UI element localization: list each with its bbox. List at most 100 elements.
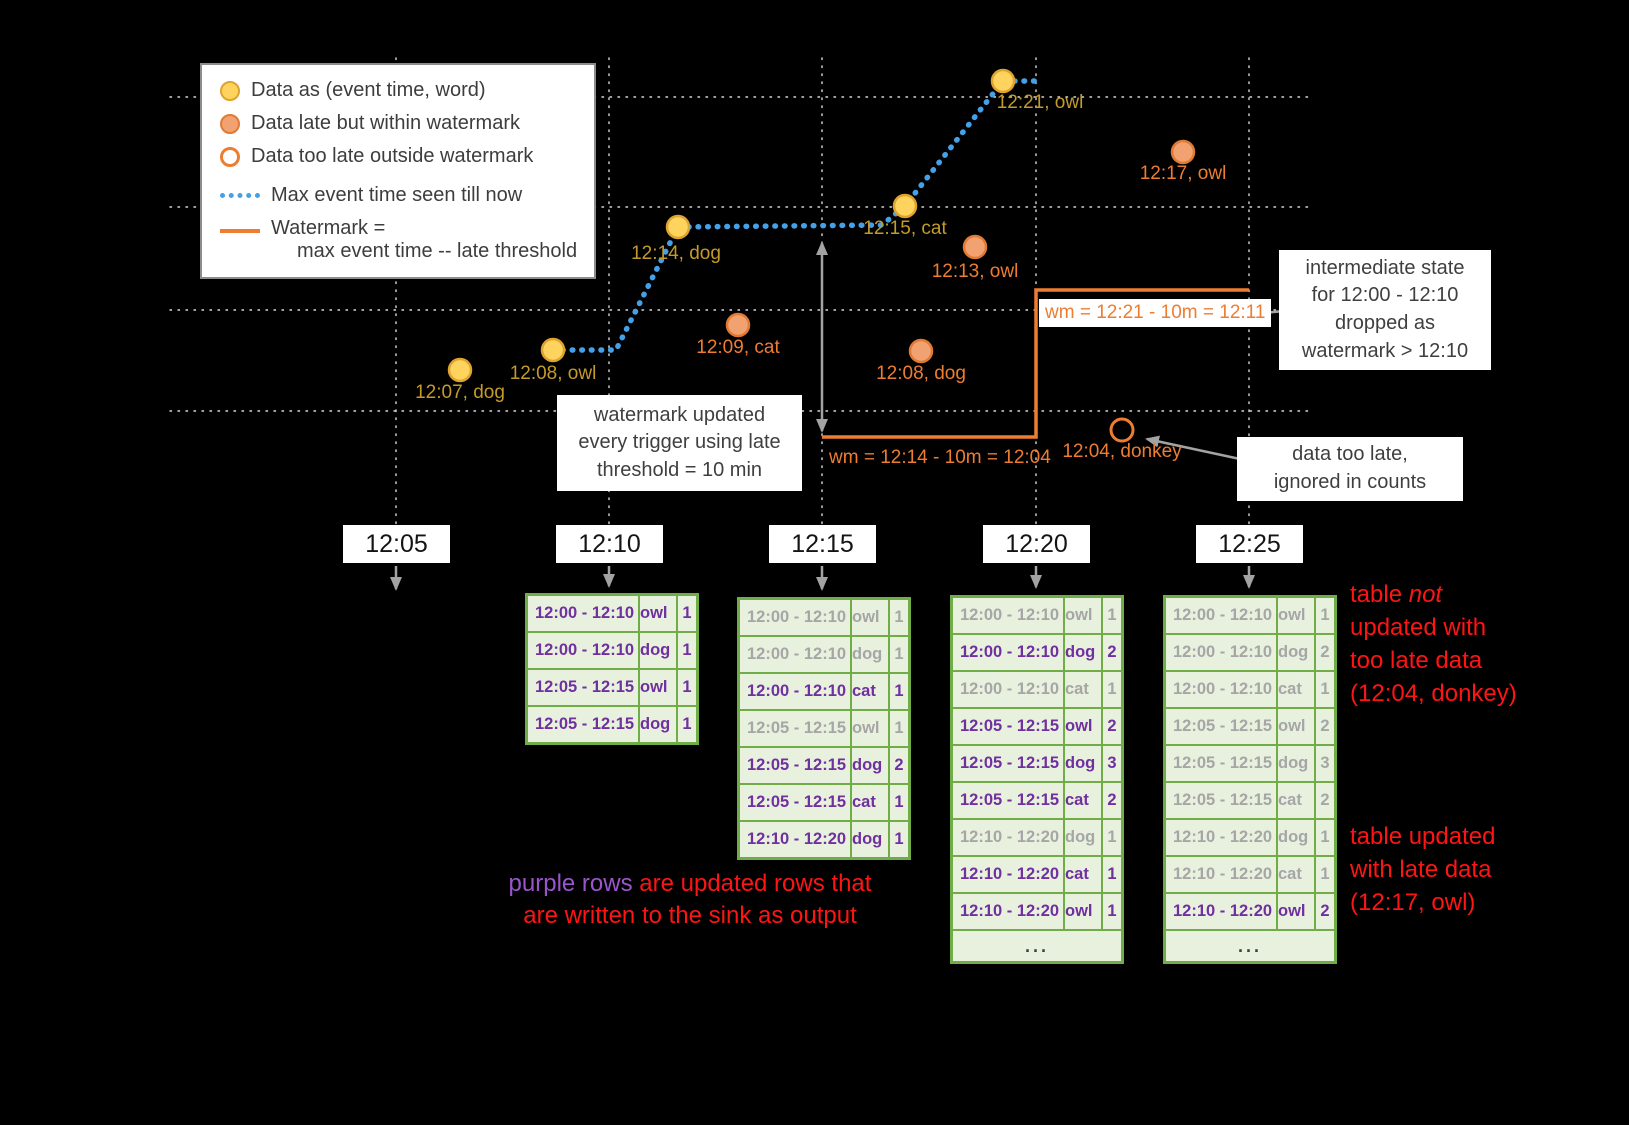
cell-window: 12:05 - 12:15 (1166, 783, 1276, 818)
cell-count: 2 (1316, 894, 1334, 929)
cell-window: 12:00 - 12:10 (740, 674, 850, 709)
cell-word: cat (1278, 672, 1314, 707)
cell-count: 1 (1103, 820, 1121, 855)
cell-window: 12:00 - 12:10 (953, 598, 1063, 633)
dropped-state-note-box: intermediate state for 12:00 - 12:10 dro… (1279, 250, 1491, 370)
note-line: (12:04, donkey) (1350, 680, 1517, 708)
point-label: 12:09, cat (696, 337, 780, 358)
trigger-note-box: watermark updated every trigger using la… (557, 395, 802, 491)
cell-word: dog (852, 748, 888, 783)
note-line: for 12:00 - 12:10 (1311, 284, 1459, 307)
watermark-value-2: wm = 12:21 - 10m = 12:11 (1039, 299, 1272, 327)
cell-word: owl (1278, 598, 1314, 633)
cell-word: cat (1065, 672, 1101, 707)
cell-count: 1 (890, 785, 908, 820)
cell-word: dog (1065, 635, 1101, 670)
cell-window: 12:10 - 12:20 (1166, 894, 1276, 929)
cell-count: 1 (678, 670, 696, 705)
cell-word: owl (640, 596, 676, 631)
point-label: 12:13, owl (931, 261, 1019, 282)
cell-window: 12:00 - 12:10 (528, 596, 638, 631)
too-late-circle-icon (220, 146, 240, 167)
cell-window: 12:00 - 12:10 (1166, 635, 1276, 670)
cell-word: owl (640, 670, 676, 705)
cell-word: owl (852, 600, 888, 635)
late-data-dot-12-17-owl (1170, 139, 1196, 165)
cell-count: 2 (1316, 709, 1334, 744)
cell-count: 1 (890, 674, 908, 709)
legend-item-label: Data as (event time, word) (251, 79, 486, 101)
legend-item-on-time: Data as (event time, word) (220, 79, 580, 102)
cell-count: 2 (1103, 635, 1121, 670)
cell-word: dog (640, 707, 676, 742)
cell-window: 12:05 - 12:15 (953, 709, 1063, 744)
cell-count: 1 (890, 600, 908, 635)
cell-window: 12:00 - 12:10 (953, 635, 1063, 670)
data-point-dot-12-14-dog (665, 214, 691, 240)
cell-count: 1 (1103, 672, 1121, 707)
late-data-dot-12-09-cat (725, 312, 751, 338)
cell-window: 12:00 - 12:10 (953, 672, 1063, 707)
cell-window: 12:05 - 12:15 (953, 783, 1063, 818)
note-line: dropped as (1334, 312, 1436, 334)
late-dot-icon (220, 113, 240, 134)
cell-word: dog (1278, 635, 1314, 670)
cell-count: 1 (890, 637, 908, 672)
watermark-value-1: wm = 12:14 - 10m = 12:04 (829, 447, 1051, 468)
cell-window: 12:00 - 12:10 (1166, 672, 1276, 707)
table-ellipsis-row: ... (953, 931, 1121, 961)
too-late-note-box: data too late, ignored in counts (1237, 437, 1463, 501)
cell-word: dog (1278, 820, 1314, 855)
data-point-dot-12-21-owl (990, 68, 1016, 94)
legend-item-watermark: Watermark = max event time -- late thres… (220, 217, 580, 263)
note-line: with late data (1350, 856, 1492, 884)
note-line: threshold = 10 min (596, 458, 763, 481)
cell-count: 1 (1316, 672, 1334, 707)
cell-word: cat (1065, 857, 1101, 892)
note-line: every trigger using late (578, 431, 781, 454)
legend-item-too-late: Data too late outside watermark (220, 145, 580, 168)
cell-count: 2 (1316, 635, 1334, 670)
note-italic-text: not (1408, 581, 1443, 608)
data-point-dot-12-07-dog (447, 357, 473, 383)
cell-word: dog (1065, 746, 1101, 781)
cell-word: owl (1065, 709, 1101, 744)
cell-count: 2 (890, 748, 908, 783)
late-data-dot-12-13-owl (962, 234, 988, 260)
cell-count: 1 (890, 711, 908, 746)
data-point-dot-12-15-cat (892, 193, 918, 219)
cell-window: 12:10 - 12:20 (1166, 857, 1276, 892)
late-data-dot-12-08-dog (908, 338, 934, 364)
table-ellipsis-row: ... (1166, 931, 1334, 961)
note-line: intermediate state (1305, 256, 1465, 279)
cell-window: 12:10 - 12:20 (953, 894, 1063, 929)
cell-count: 1 (1316, 857, 1334, 892)
cell-window: 12:05 - 12:15 (953, 746, 1063, 781)
cell-window: 12:05 - 12:15 (528, 670, 638, 705)
trigger-time-12-15: 12:15 (769, 525, 876, 563)
note-line: (12:17, owl) (1350, 889, 1476, 917)
legend: Data as (event time, word) Data late but… (200, 63, 596, 279)
cell-count: 1 (678, 596, 696, 631)
cell-window: 12:00 - 12:10 (528, 633, 638, 668)
point-label: 12:17, owl (1139, 163, 1227, 184)
cell-word: dog (852, 637, 888, 672)
